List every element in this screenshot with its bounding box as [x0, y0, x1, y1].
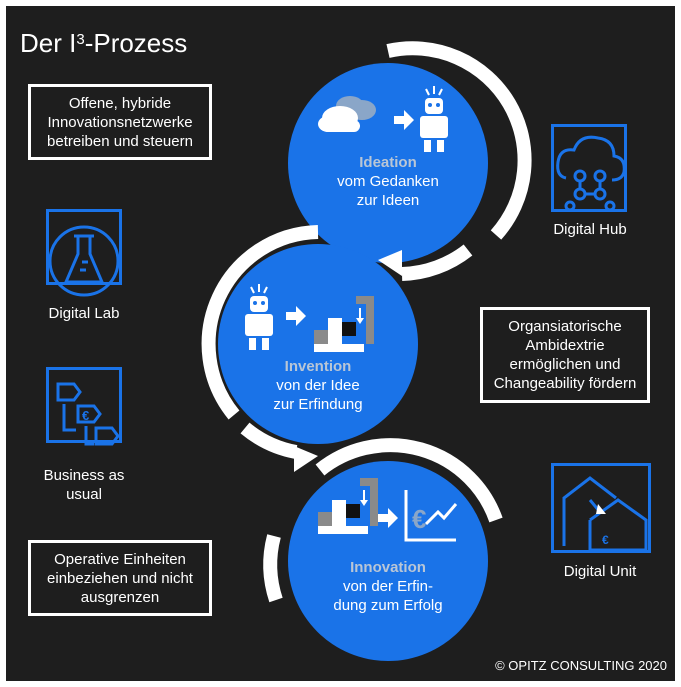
arrow-right-icon	[378, 508, 398, 528]
digital-hub-label: Digital Hub	[553, 221, 627, 238]
digital-lab-icon-box	[46, 209, 122, 285]
cloud-icon	[318, 96, 376, 132]
house-icon: €	[562, 476, 648, 552]
robot-icon	[420, 86, 448, 152]
copyright: © OPITZ CONSULTING 2020	[495, 658, 667, 673]
arrow-head-to-innovation	[294, 446, 318, 472]
business-as-usual-label: Business as usual	[43, 467, 125, 503]
digital-unit-label: Digital Unit	[563, 563, 637, 580]
arrow-right-icon	[394, 110, 414, 130]
innovation-ring-left	[263, 534, 283, 603]
blocks-icon	[314, 296, 374, 352]
blocks-icon	[318, 478, 378, 534]
svg-text:€: €	[82, 408, 89, 423]
robot-icon	[245, 284, 273, 350]
innovation-ring-top	[315, 438, 503, 523]
ideation-ring-tail	[401, 244, 473, 281]
ideation-ring-right	[386, 41, 532, 240]
left-top-callout: Offene, hybride Innovationsnetzwerke bet…	[28, 84, 212, 160]
digital-lab-label: Digital Lab	[48, 305, 120, 322]
invention-ring-left	[201, 225, 319, 420]
left-bottom-callout: Operative Einheiten einbeziehen und nich…	[28, 540, 212, 616]
business-as-usual-icon-box	[46, 367, 122, 443]
digital-hub-icon-box	[551, 124, 627, 212]
svg-text:€: €	[412, 504, 426, 534]
arrow-right-icon	[286, 306, 306, 326]
svg-text:€: €	[602, 533, 609, 547]
digital-unit-icon-box	[551, 463, 651, 553]
page-title: Der I3-Prozess	[20, 28, 188, 58]
workflow-icon: €	[56, 382, 120, 446]
invention-ring-tail	[240, 422, 298, 459]
euro-chart-icon: €	[404, 490, 458, 542]
right-callout: Organsiatorische Ambidextrie ermöglichen…	[480, 307, 650, 403]
arrow-head-to-invention	[378, 250, 402, 276]
